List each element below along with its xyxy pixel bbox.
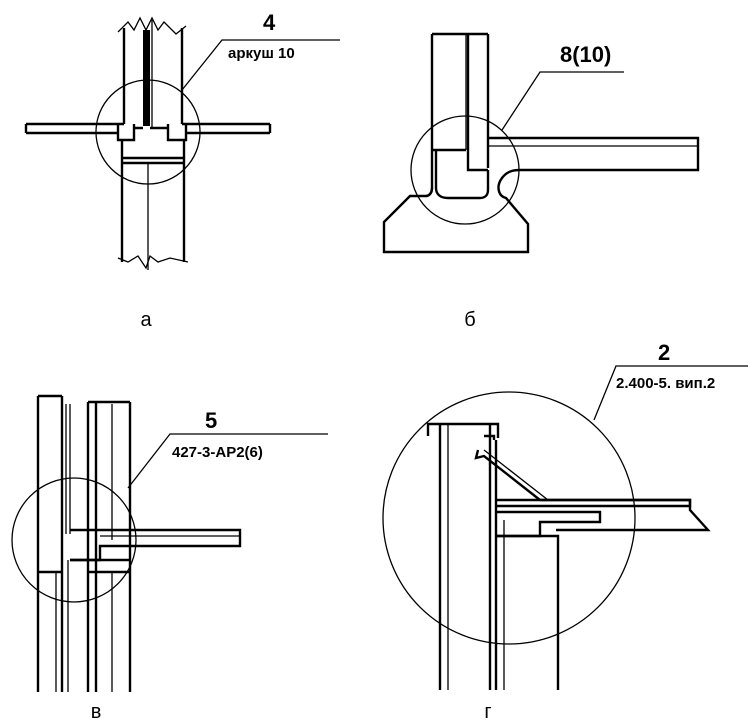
figure-v-callout-number: 5: [205, 408, 217, 433]
figure-b-drawing: [382, 32, 700, 254]
figure-g-callout-ref: 2.400-5. вип.2: [616, 375, 715, 392]
figure-b: 8(10) б: [382, 32, 700, 331]
figure-a-letter: а: [140, 309, 152, 331]
figure-a: 4 аркуш 10 а: [24, 10, 340, 331]
figure-g: 2 2.400-5. вип.2 г: [382, 340, 748, 723]
figure-g-callout-number: 2: [658, 340, 670, 365]
figure-a-callout-ref: аркуш 10: [228, 45, 295, 62]
figure-a-drawing: [24, 16, 340, 270]
figure-a-callout-number: 4: [263, 10, 276, 35]
figure-b-letter: б: [464, 309, 475, 331]
figure-g-letter: г: [484, 701, 491, 723]
figure-v: 5 427-3-АР2(6) в: [11, 394, 328, 723]
figure-b-callout-number: 8(10): [560, 42, 611, 67]
figure-v-drawing: [11, 394, 328, 692]
figure-g-drawing: [382, 365, 748, 690]
figure-v-letter: в: [91, 701, 102, 723]
figure-v-callout-ref: 427-3-АР2(6): [172, 444, 263, 461]
